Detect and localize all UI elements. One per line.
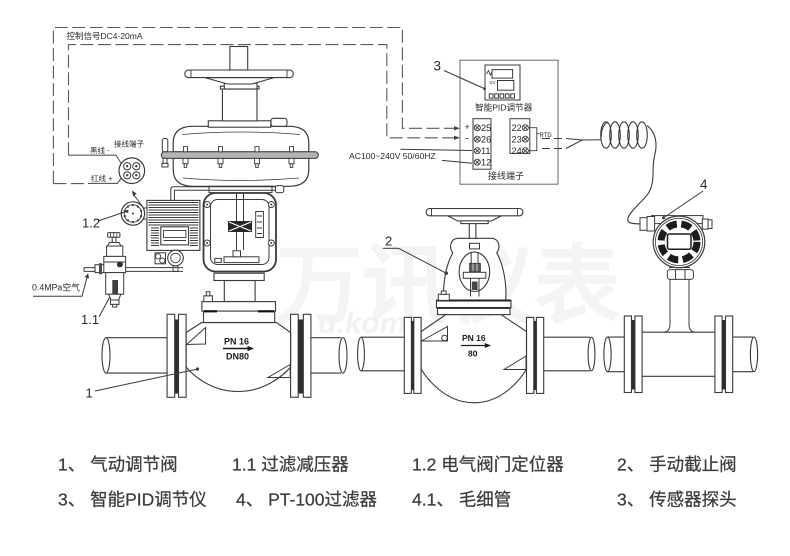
svg-text:12: 12 [481,157,491,167]
svg-text:AC100~240V 50/60HZ: AC100~240V 50/60HZ [349,151,436,161]
svg-text:3、 智能PID调节仪: 3、 智能PID调节仪 [58,490,207,510]
svg-text:4: 4 [700,177,708,192]
svg-text:-: - [466,134,469,145]
svg-text:黑线 -: 黑线 - [90,145,110,155]
svg-text:1.2: 1.2 [82,216,100,231]
svg-text:4.1、 毛细管: 4.1、 毛细管 [412,490,511,510]
svg-text:控制信号DC4-20mA: 控制信号DC4-20mA [67,31,143,41]
svg-text:PN 16: PN 16 [224,337,249,347]
svg-text:1: 1 [86,386,93,401]
svg-text:2: 2 [385,234,392,249]
svg-text:1、 气动调节阀: 1、 气动调节阀 [58,455,178,475]
svg-text:22: 22 [512,123,522,133]
svg-text:11: 11 [481,146,491,156]
svg-text:PN 16: PN 16 [462,333,486,343]
svg-text:1.1 过滤减压器: 1.1 过滤减压器 [232,455,349,475]
svg-text:3、 传感器探头: 3、 传感器探头 [617,490,737,510]
svg-text:+: + [465,122,470,132]
svg-text:SV: SV [490,80,496,85]
svg-text:4、 PT-100过滤器: 4、 PT-100过滤器 [236,490,377,510]
svg-text:0.4MPa空气: 0.4MPa空气 [32,282,80,293]
svg-text:RTD: RTD [540,133,553,139]
svg-text:25: 25 [481,123,491,133]
svg-text:24: 24 [512,146,522,156]
svg-text:1.1: 1.1 [81,312,99,327]
svg-text:红线 +: 红线 + [91,173,113,183]
svg-text:3: 3 [434,59,442,74]
svg-text:接线端子: 接线端子 [114,139,144,149]
svg-text:1.2 电气阀门定位器: 1.2 电气阀门定位器 [412,455,564,475]
svg-text:80: 80 [468,349,478,359]
svg-text:接线端子: 接线端子 [488,170,524,181]
svg-text:智能PID调节器: 智能PID调节器 [475,102,533,113]
svg-text:2、 手动截止阀: 2、 手动截止阀 [617,455,737,475]
svg-text:DN80: DN80 [226,352,249,362]
svg-text:26: 26 [481,134,491,144]
svg-text:23: 23 [512,134,522,144]
